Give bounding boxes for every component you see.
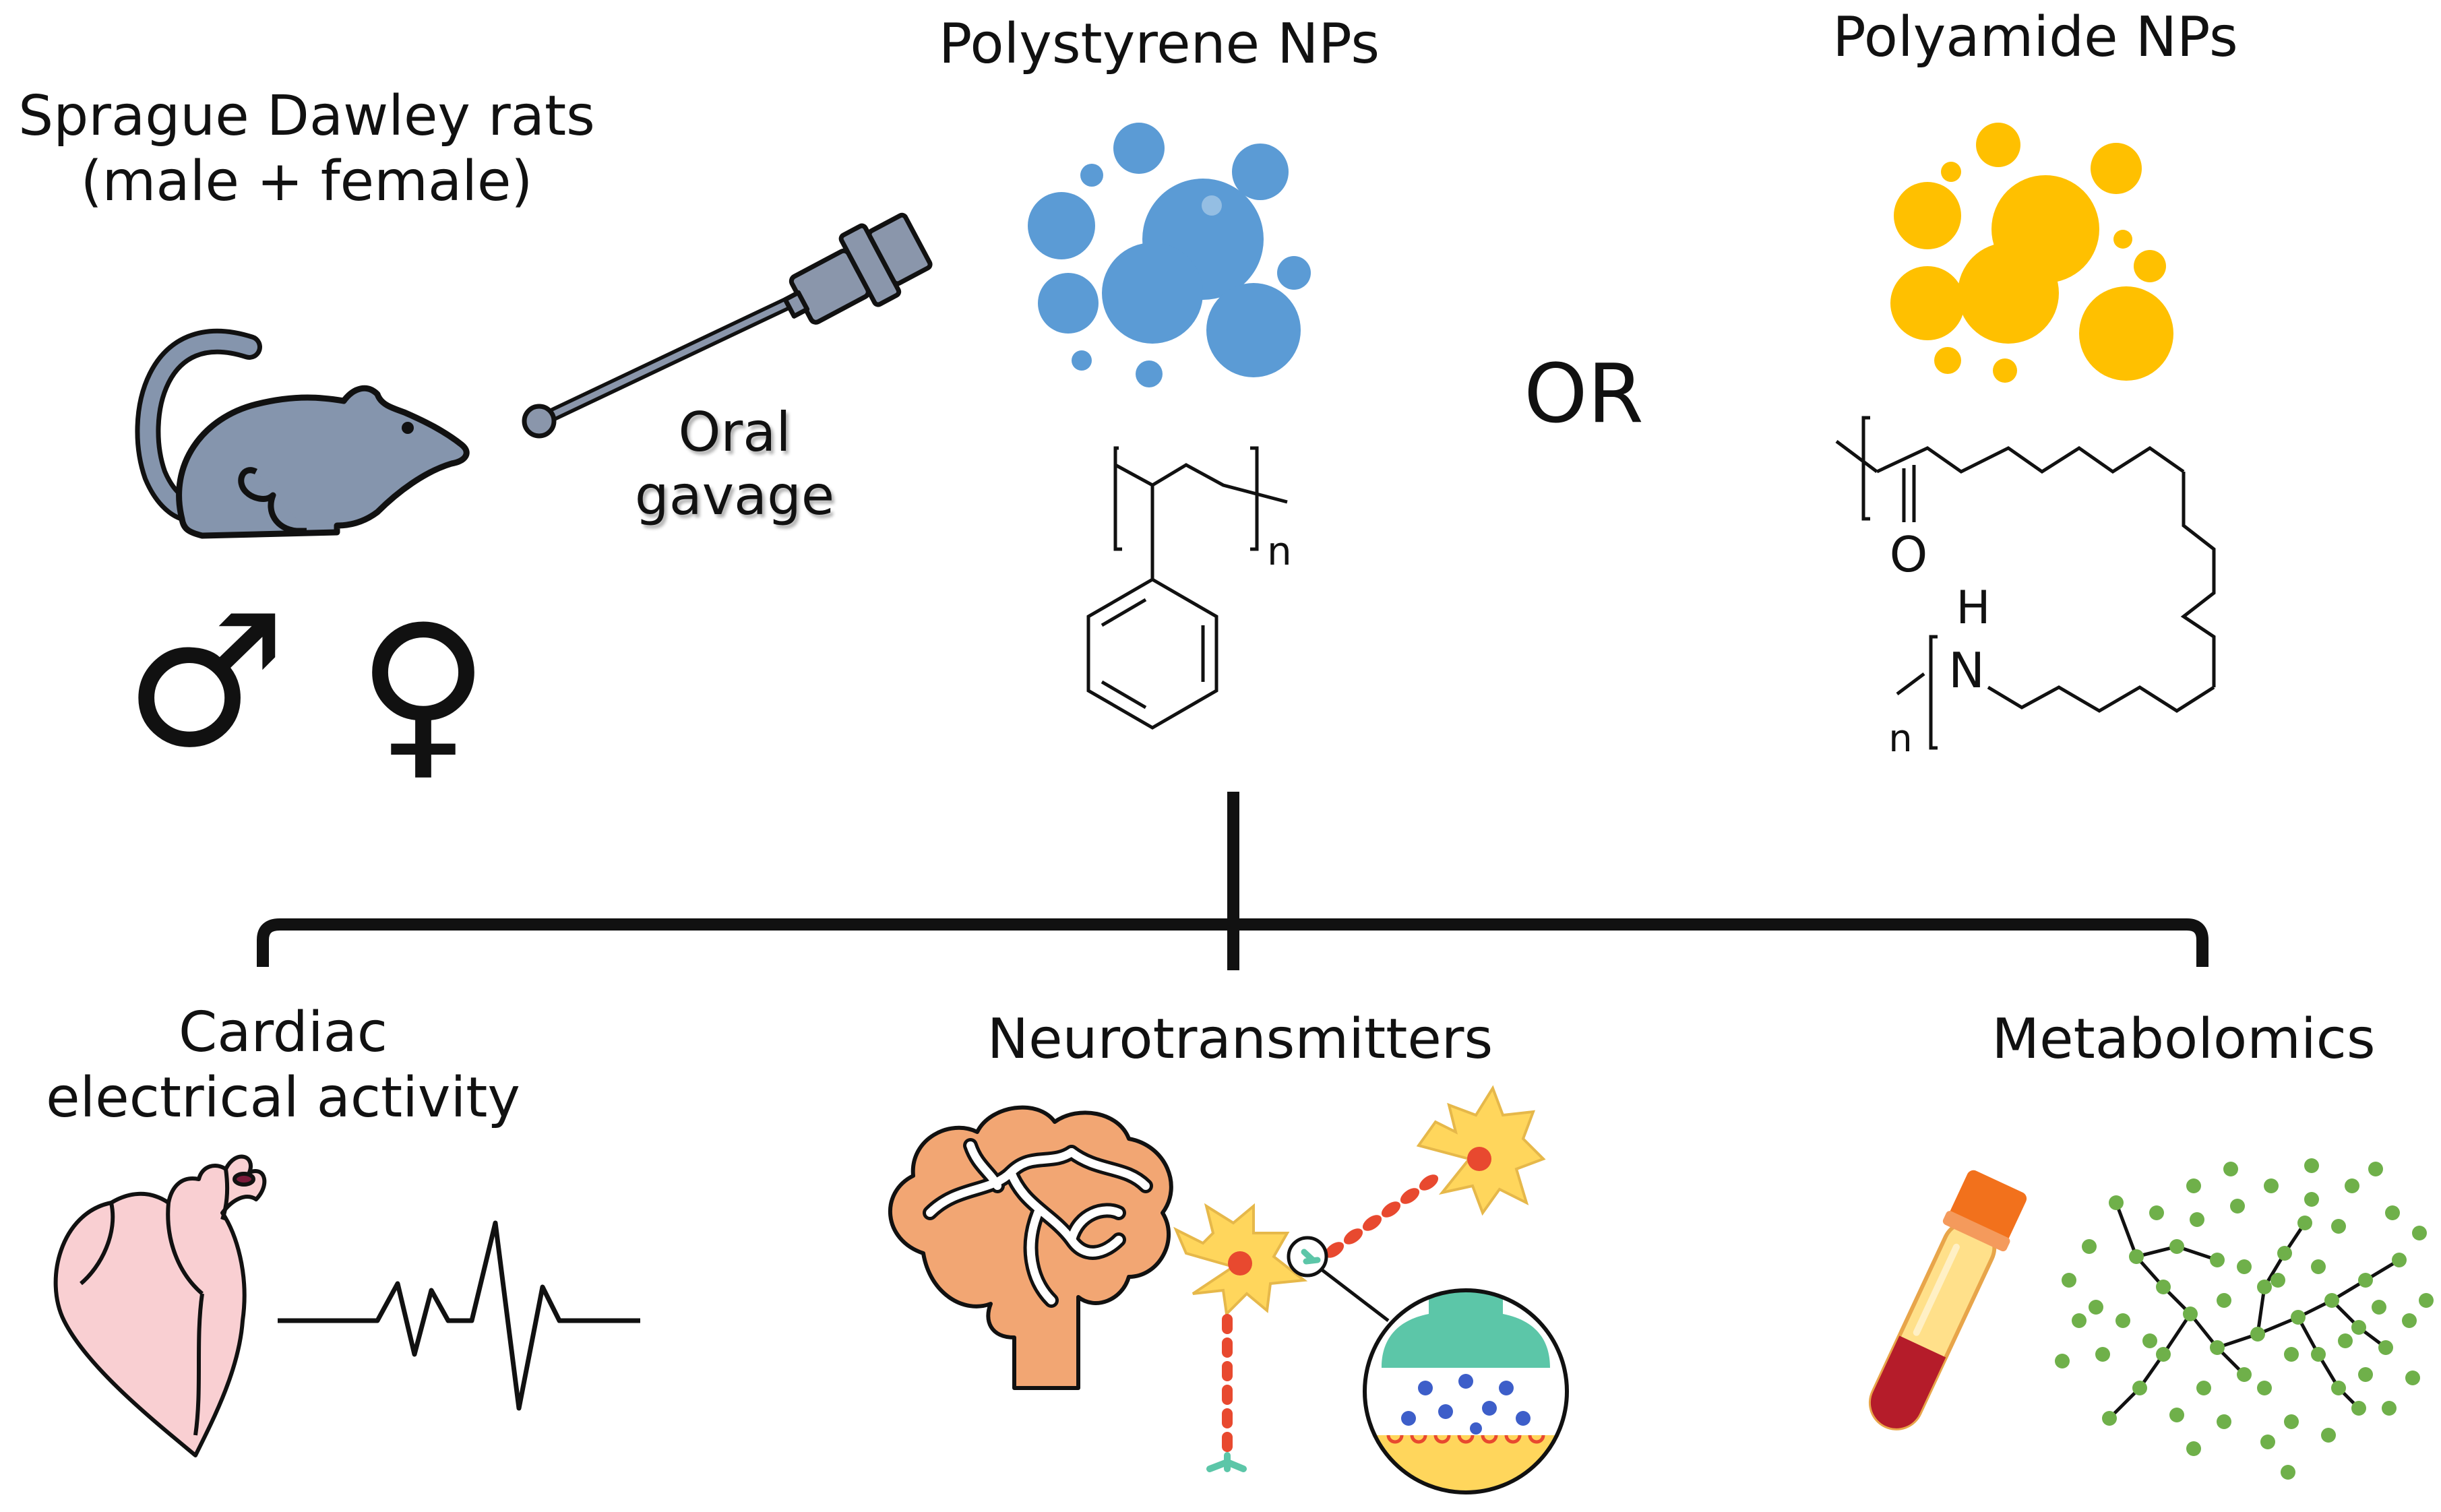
neurotransmitter-vesicles xyxy=(1401,1374,1531,1435)
polyamide-nitrogen: N xyxy=(1948,642,1985,699)
polyamide-oxygen: O xyxy=(1890,526,1928,583)
polystyrene-subscript: n xyxy=(1267,528,1292,574)
rat-body xyxy=(176,385,470,539)
synapse-zoom-icon xyxy=(1363,1288,1569,1494)
polyamide-particles xyxy=(1890,123,2173,383)
heart-body xyxy=(53,1154,267,1457)
polyamide-label: Polyamide NPs xyxy=(1832,5,2238,69)
cardiac-label-line1: Cardiac xyxy=(179,1001,388,1065)
blood-tube-icon xyxy=(1868,1170,2027,1430)
ecg-trace xyxy=(278,1220,640,1411)
male-symbol: ♂ xyxy=(124,575,287,788)
presynaptic-terminal xyxy=(1382,1290,1550,1368)
polyamide-subscript: n xyxy=(1888,717,1913,761)
metabolomics-label: Metabolomics xyxy=(1991,1007,2376,1071)
neurotransmitters-label: Neurotransmitters xyxy=(987,1007,1493,1071)
rat-eye xyxy=(402,422,414,434)
gavage-needle-fill xyxy=(536,293,805,424)
synapse-zoom-line xyxy=(1321,1269,1390,1322)
cardiac-label: Cardiac electrical activity xyxy=(20,1001,546,1131)
axon-terminal-bottom xyxy=(1206,1452,1247,1472)
polystyrene-label: Polystyrene NPs xyxy=(938,12,1380,76)
neuron-bottom-icon xyxy=(1173,1203,1308,1317)
brain-folds-fill xyxy=(926,1141,1150,1304)
polyamide-structure xyxy=(1835,416,2216,750)
cardiac-label-line2: electrical activity xyxy=(46,1065,520,1130)
receptors xyxy=(1386,1435,1545,1444)
rats-label-line1: Sprague Dawley rats xyxy=(18,84,595,148)
female-symbol: ♀ xyxy=(357,586,490,798)
metabolite-network xyxy=(2108,1202,2401,1420)
rats-label: Sprague Dawley rats (male + female) xyxy=(0,84,613,215)
polystyrene-structure xyxy=(1086,446,1288,730)
heart-icon xyxy=(53,1154,267,1457)
rat-leg xyxy=(238,467,307,534)
neuron-top-icon xyxy=(1416,1085,1546,1216)
gavage-bulb xyxy=(522,404,557,439)
or-label: OR xyxy=(1524,348,1644,441)
axon-top xyxy=(1324,1174,1439,1258)
metabolite-dots xyxy=(2055,1158,2434,1480)
axon-terminal-top xyxy=(1301,1249,1321,1265)
outcome-bracket xyxy=(257,792,2208,970)
syringe-hub xyxy=(782,212,933,325)
polyamide-hydrogen: H xyxy=(1956,581,1990,635)
rats-label-line2: (male + female) xyxy=(80,149,533,214)
postsynaptic-terminal xyxy=(1365,1435,1567,1492)
gavage-label-line1: Oral xyxy=(678,401,791,464)
gavage-label-line2: gavage xyxy=(634,464,835,528)
polystyrene-particles xyxy=(1028,123,1311,387)
oral-gavage-label: Oral gavage xyxy=(586,401,883,528)
synapse-zoom-marker xyxy=(1287,1236,1328,1278)
axon-bottom xyxy=(1222,1314,1233,1452)
brain-icon xyxy=(888,1105,1173,1390)
rat-icon xyxy=(135,329,470,539)
syringe-icon xyxy=(522,212,933,439)
